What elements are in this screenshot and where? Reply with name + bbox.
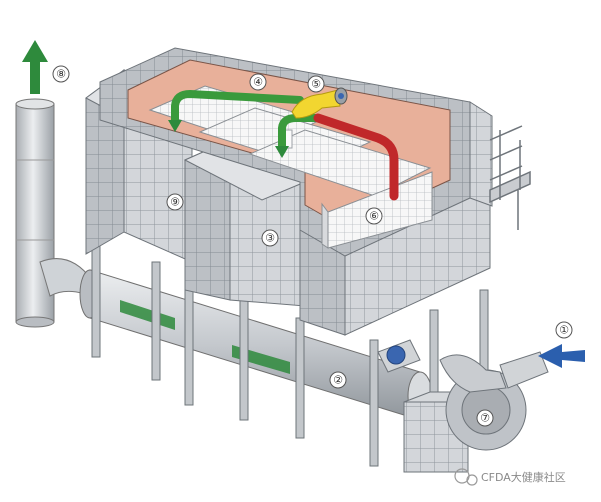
svg-text:⑧: ⑧ xyxy=(56,68,66,81)
label-2: ② xyxy=(329,371,347,389)
svg-text:⑦: ⑦ xyxy=(480,412,490,425)
svg-text:⑤: ⑤ xyxy=(311,78,321,91)
svg-text:②: ② xyxy=(333,374,343,387)
exhaust-stack xyxy=(15,98,55,328)
exhaust-gas-inlet-arrow xyxy=(538,344,585,368)
label-7: ⑦ xyxy=(476,409,494,427)
burner xyxy=(291,87,348,119)
svg-text:⑥: ⑥ xyxy=(369,210,379,223)
label-5: ⑤ xyxy=(307,75,325,93)
support-legs xyxy=(91,244,489,467)
hot-gas-pipe xyxy=(313,113,399,201)
svg-text:③: ③ xyxy=(265,232,275,245)
label-6: ⑥ xyxy=(365,207,383,225)
label-8: ⑧ xyxy=(52,65,70,83)
svg-text:①: ① xyxy=(559,324,569,337)
clean-air-outlet-arrow xyxy=(22,40,48,94)
label-3: ③ xyxy=(261,229,279,247)
svg-text:④: ④ xyxy=(253,76,263,89)
watermark: CFDA大健康社区 xyxy=(454,468,566,486)
maintenance-platform xyxy=(489,125,531,230)
green-flow-arrows xyxy=(168,120,289,158)
svg-text:CFDA大健康社区: CFDA大健康社区 xyxy=(481,470,566,484)
label-1: ① xyxy=(555,321,573,339)
svg-text:⑨: ⑨ xyxy=(170,196,180,209)
labels: ① ② ③ ④ ⑤ ⑥ ⑦ ⑧ ⑨ xyxy=(52,65,573,427)
induced-draft-fan xyxy=(377,339,549,473)
label-9: ⑨ xyxy=(166,193,184,211)
label-4: ④ xyxy=(249,73,267,91)
